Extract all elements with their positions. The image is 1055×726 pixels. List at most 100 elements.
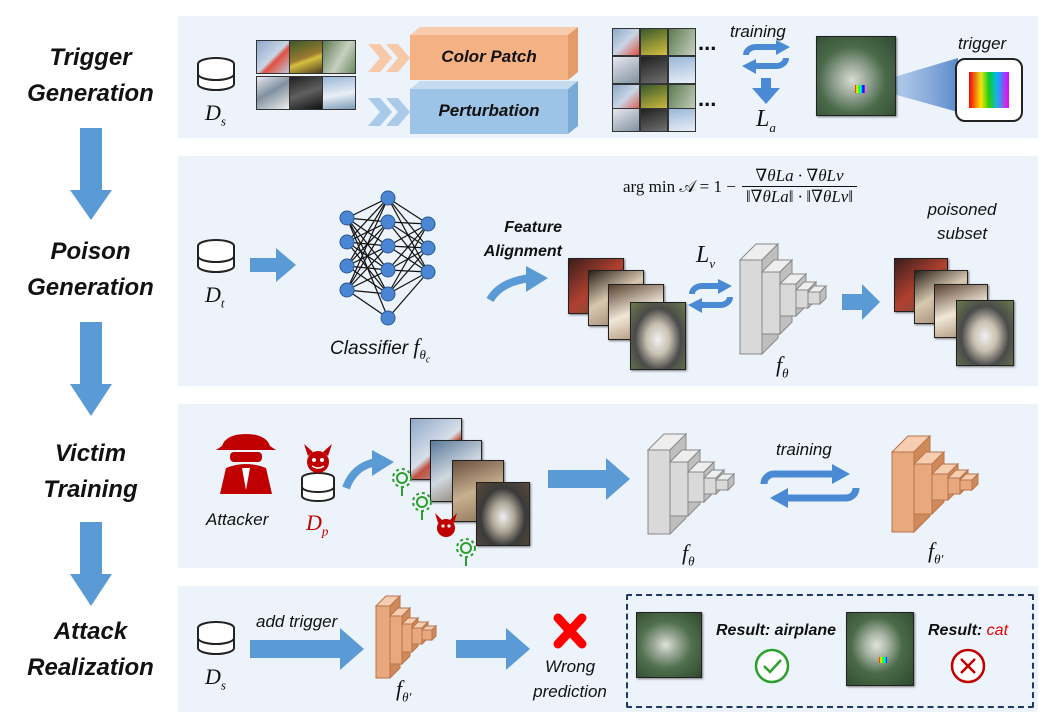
- wrong-prediction-label: Wrong prediction: [533, 657, 607, 701]
- trigger-pattern: [955, 58, 1023, 122]
- loss-lv-label: Lv: [696, 242, 716, 271]
- trigger-patch-small: [855, 85, 865, 93]
- thumb-bird: [322, 40, 356, 74]
- thumb-patched-5: [640, 56, 668, 84]
- model-f-theta-prime-label-victim: fθ': [928, 538, 944, 567]
- dataset-ds-attack-label: Ds: [205, 664, 226, 693]
- thumb-perturbed-2: [640, 84, 668, 112]
- perturbation-box-shape: [410, 81, 578, 134]
- poisoned-img-cat: [956, 300, 1014, 366]
- ellipsis-top: ...: [698, 30, 717, 55]
- result-trigger-patch: [879, 657, 887, 663]
- devil-marker-icon: [435, 513, 457, 537]
- network-nodes: [339, 190, 436, 326]
- thumb-perturbed-1: [612, 84, 640, 112]
- thumb-patched-4: [612, 56, 640, 84]
- add-trigger-label: add trigger: [256, 612, 338, 631]
- devil-icon: [304, 444, 332, 473]
- arrow-to-classifier: [250, 248, 296, 282]
- thumb-car: [289, 40, 323, 74]
- thumb-perturbed-6: [668, 108, 696, 132]
- classifier-label: Classifier fθc: [330, 334, 431, 366]
- down-arrow-1: [70, 128, 112, 220]
- down-arrow-2: [70, 322, 112, 416]
- down-arrow-3: [70, 522, 112, 606]
- formula-numerator: ∇θLa · ∇θLv: [755, 166, 844, 185]
- result-triggered-plane-image: [846, 612, 914, 686]
- trigger-label: trigger: [958, 34, 1007, 53]
- thumb-patched-2: [640, 28, 668, 56]
- results-box: [626, 594, 1034, 708]
- thumb-patched-1: [612, 28, 640, 56]
- dataset-dt-label: Dt: [205, 282, 225, 311]
- triggered-plane-image: [816, 36, 896, 116]
- result-1-value: airplane: [774, 622, 837, 639]
- poisoned-subset-label: poisoned subset: [927, 200, 997, 243]
- clean-flower-icon-3: [456, 538, 476, 566]
- thumb-dark-animal: [289, 76, 323, 110]
- thumb-patched-3: [668, 28, 696, 56]
- formula-lhs: arg min 𝒜 = 1 −: [623, 176, 736, 196]
- thumb-perturbed-5: [640, 108, 668, 132]
- stage-label-victim-training: Victim Training: [43, 440, 138, 503]
- attacker-label: Attacker: [206, 510, 269, 529]
- training-label-victim: training: [776, 440, 832, 459]
- stage-label-trigger-generation: Trigger Generation: [27, 44, 154, 107]
- stage-label-attack-realization: Attack Realization: [27, 618, 154, 681]
- thumb-perturbed-4: [612, 108, 640, 132]
- color-patch-box-shape: [410, 27, 578, 80]
- model-f-theta-prime-label-attack: fθ': [396, 676, 412, 705]
- formula-denominator: ‖∇θLa‖ · ‖∇θLv‖: [745, 187, 854, 206]
- stage-label-poison-generation: Poison Generation: [27, 238, 154, 301]
- feature-alignment-label: Feature Alignment: [483, 219, 562, 260]
- dataset-ds-label: Ds: [205, 100, 226, 129]
- training-label-top: training: [730, 22, 786, 41]
- thumb-airliner: [322, 76, 356, 110]
- victim-img-cat: [476, 482, 530, 546]
- stack-img-cat: [630, 302, 686, 370]
- dataset-dp-label: Dp: [306, 510, 329, 539]
- loss-la-label: La: [756, 106, 776, 135]
- result-2-value: cat: [986, 622, 1009, 639]
- result-clean-plane-image: [636, 612, 702, 678]
- down-arrow-to-loss: [752, 78, 780, 104]
- orange-chevrons: [368, 44, 410, 72]
- formula: arg min 𝒜 = 1 − ∇θLa · ∇θLv ‖∇θLa‖ · ‖∇θ…: [623, 166, 858, 207]
- color-patch-box: Color Patch: [441, 47, 537, 66]
- ellipsis-bottom: ...: [698, 86, 717, 111]
- model-f-theta-label-victim: fθ: [682, 540, 695, 569]
- thumb-planes: [256, 40, 290, 74]
- perturbation-box: Perturbation: [438, 101, 540, 120]
- model-f-theta-label-poison: fθ: [776, 352, 789, 381]
- thumb-patched-6: [668, 56, 696, 84]
- clean-flower-icon-1: [392, 468, 412, 496]
- blue-chevrons: [368, 98, 410, 126]
- result-2-text: Result: cat: [928, 622, 1009, 639]
